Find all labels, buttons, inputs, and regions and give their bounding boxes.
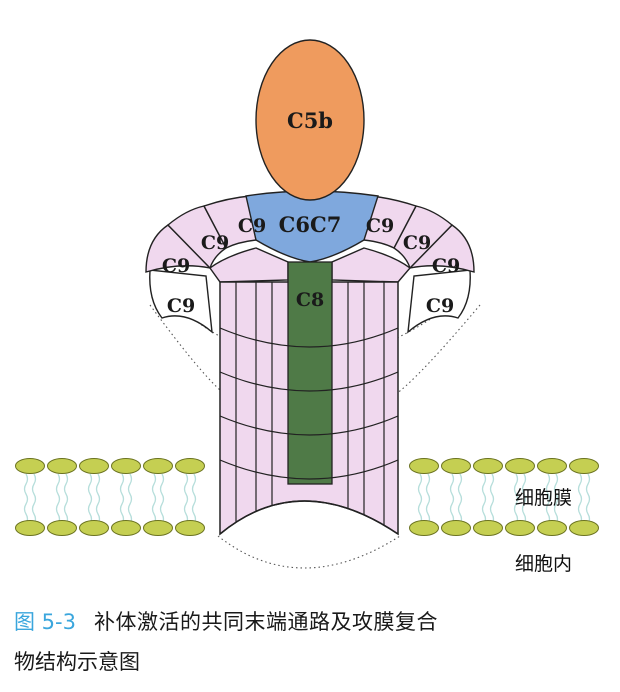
- lipid-tail: [193, 474, 196, 524]
- c9-label-left-3: C9: [201, 232, 229, 254]
- lipid-tail: [25, 474, 28, 524]
- c8-label: C8: [296, 289, 324, 311]
- caption-number: 图 5-3: [14, 610, 76, 634]
- lipid-tail: [579, 474, 582, 524]
- c5b-label: C5b: [287, 108, 333, 133]
- mac-diagram: C5b C6C7 C8 C9 C9 C9 C9 C9 C9 C9 C9 细胞膜 …: [0, 0, 620, 600]
- lipid-head: [80, 459, 109, 474]
- lipid-head: [112, 459, 141, 474]
- lipid-head: [410, 459, 439, 474]
- lipid-head: [570, 521, 599, 536]
- caption-title-line-2: 物结构示意图: [14, 650, 140, 674]
- membrane-label: 细胞膜: [515, 487, 572, 509]
- lipid-tail: [129, 474, 132, 524]
- lipid-head: [474, 459, 503, 474]
- c9-pore-lip-right: [332, 248, 410, 282]
- lipid-head: [48, 459, 77, 474]
- lipid-head: [16, 459, 45, 474]
- figure-caption: 图 5-3 补体激活的共同末端通路及攻膜复合 物结构示意图: [14, 602, 612, 682]
- lipid-head: [538, 459, 567, 474]
- lipid-head: [442, 521, 471, 536]
- c9-label-right-3: C9: [403, 232, 431, 254]
- lipid-head: [80, 521, 109, 536]
- c9-label-right-2: C9: [432, 255, 460, 277]
- lipid-tail: [161, 474, 164, 524]
- lipid-head: [474, 521, 503, 536]
- lipid-head: [442, 459, 471, 474]
- lipid-tail: [419, 474, 422, 524]
- c9-label-right-4: C9: [366, 215, 394, 237]
- lipid-head: [16, 521, 45, 536]
- lipid-head: [48, 521, 77, 536]
- lipid-tail: [483, 474, 486, 524]
- lipid-head: [570, 459, 599, 474]
- lipid-head: [538, 521, 567, 536]
- lipid-head: [144, 521, 173, 536]
- lipid-tail: [33, 474, 36, 524]
- lipid-head: [410, 521, 439, 536]
- lipid-tail: [97, 474, 100, 524]
- lipid-tail: [57, 474, 60, 524]
- lipid-head: [506, 521, 535, 536]
- lipid-tail: [89, 474, 92, 524]
- lipid-tail: [65, 474, 68, 524]
- c9-label-left-1: C9: [167, 295, 195, 317]
- intracellular-label: 细胞内: [515, 553, 572, 575]
- lipid-head: [506, 459, 535, 474]
- lipid-tail: [427, 474, 430, 524]
- lipid-head: [176, 521, 205, 536]
- c9-label-left-2: C9: [162, 255, 190, 277]
- c9-label-right-1: C9: [426, 295, 454, 317]
- lipid-head: [144, 459, 173, 474]
- lipid-head: [112, 521, 141, 536]
- c9-label-left-4: C9: [238, 215, 266, 237]
- caption-title-line-1: 补体激活的共同末端通路及攻膜复合: [94, 610, 438, 634]
- lipid-tail: [459, 474, 462, 524]
- c6c7-label: C6C7: [279, 212, 342, 237]
- lipid-tail: [451, 474, 454, 524]
- lipid-tail: [153, 474, 156, 524]
- lipid-tail: [121, 474, 124, 524]
- lipid-tail: [185, 474, 188, 524]
- lipid-tail: [491, 474, 494, 524]
- lipid-head: [176, 459, 205, 474]
- lipid-tail: [587, 474, 590, 524]
